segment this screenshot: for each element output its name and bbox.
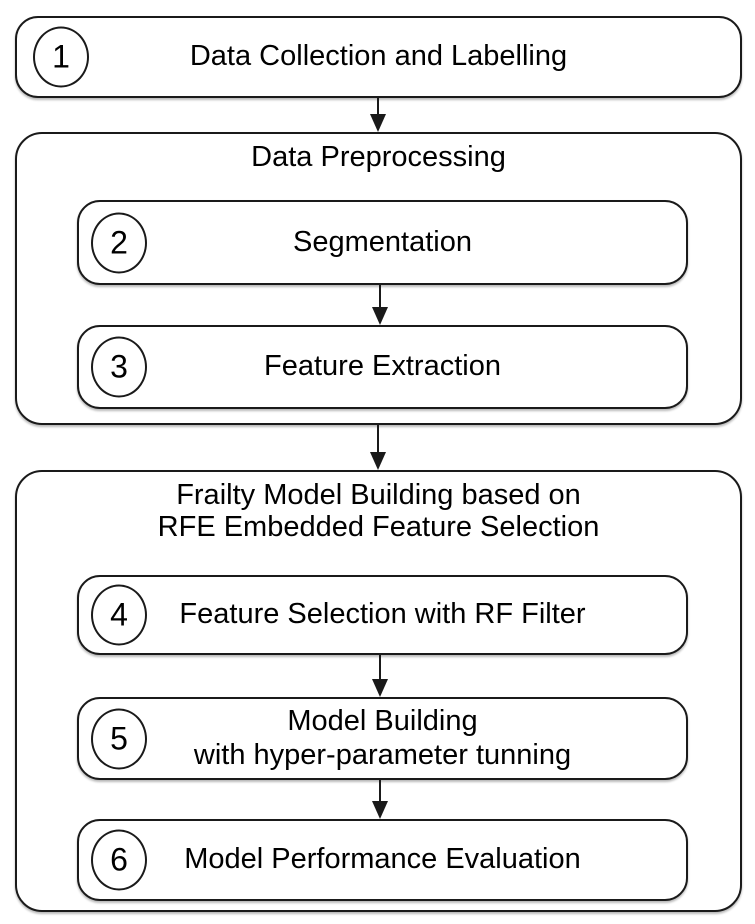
step-number-3: 3: [110, 348, 128, 385]
step-label-2: Segmentation: [293, 225, 472, 258]
step-number-2: 2: [110, 224, 128, 260]
flow-arrow-4: [371, 655, 389, 697]
group-frailty-model-building: Frailty Model Building based on RFE Embe…: [15, 470, 742, 912]
step-number-circle-2: 2: [91, 212, 147, 273]
step-number-circle-1: 1: [33, 26, 89, 88]
step-label-4: Feature Selection with RF Filter: [179, 598, 586, 631]
group-title-data-preprocessing: Data Preprocessing: [251, 141, 506, 173]
step-box-5: 5 Model Building with hyper-parameter tu…: [77, 697, 688, 780]
step-number-1: 1: [52, 38, 70, 75]
step-number-circle-5: 5: [91, 708, 147, 769]
arrow-down-icon: [372, 801, 388, 819]
step-box-3: 3 Feature Extraction: [77, 325, 688, 409]
step-box-2: 2 Segmentation: [77, 200, 688, 285]
step-label-5-line-2: with hyper-parameter tunning: [193, 738, 572, 771]
step-number-5: 5: [110, 720, 128, 756]
step-label-1: Data Collection and Labelling: [189, 40, 568, 73]
flow-arrow-5: [371, 780, 389, 819]
step-label-5: Model Building with hyper-parameter tunn…: [79, 699, 686, 778]
flow-arrow-1: [369, 98, 387, 132]
step-label-5-line-1: Model Building: [287, 705, 478, 738]
arrow-line: [376, 425, 380, 452]
step-number-circle-6: 6: [91, 829, 147, 891]
step-box-1: 1 Data Collection and Labelling: [15, 16, 742, 98]
arrow-line: [378, 780, 382, 801]
group-title-line-2: RFE Embedded Feature Selection: [157, 510, 600, 543]
arrow-line: [376, 98, 380, 114]
arrow-down-icon: [370, 114, 386, 132]
step-label-3: Feature Extraction: [264, 350, 501, 383]
step-box-4: 4 Feature Selection with RF Filter: [77, 575, 688, 655]
step-number-6: 6: [110, 841, 128, 878]
step-number-circle-3: 3: [91, 336, 147, 398]
group-title-line-1: Frailty Model Building based on: [176, 479, 581, 511]
flow-arrow-3: [369, 425, 387, 470]
arrow-down-icon: [372, 679, 388, 697]
step-box-6: 6 Model Performance Evaluation: [77, 819, 688, 901]
arrow-line: [378, 655, 382, 679]
arrow-down-icon: [372, 307, 388, 325]
step-label-6: Model Performance Evaluation: [184, 843, 581, 876]
step-number-4: 4: [110, 596, 128, 633]
group-data-preprocessing: Data Preprocessing 2 Segmentation 3 Feat…: [15, 132, 742, 425]
arrow-line: [378, 285, 382, 307]
group-title-frailty-model-building: Frailty Model Building based on RFE Embe…: [17, 479, 740, 544]
arrow-down-icon: [370, 452, 386, 470]
flow-arrow-2: [371, 285, 389, 325]
step-number-circle-4: 4: [91, 584, 147, 646]
